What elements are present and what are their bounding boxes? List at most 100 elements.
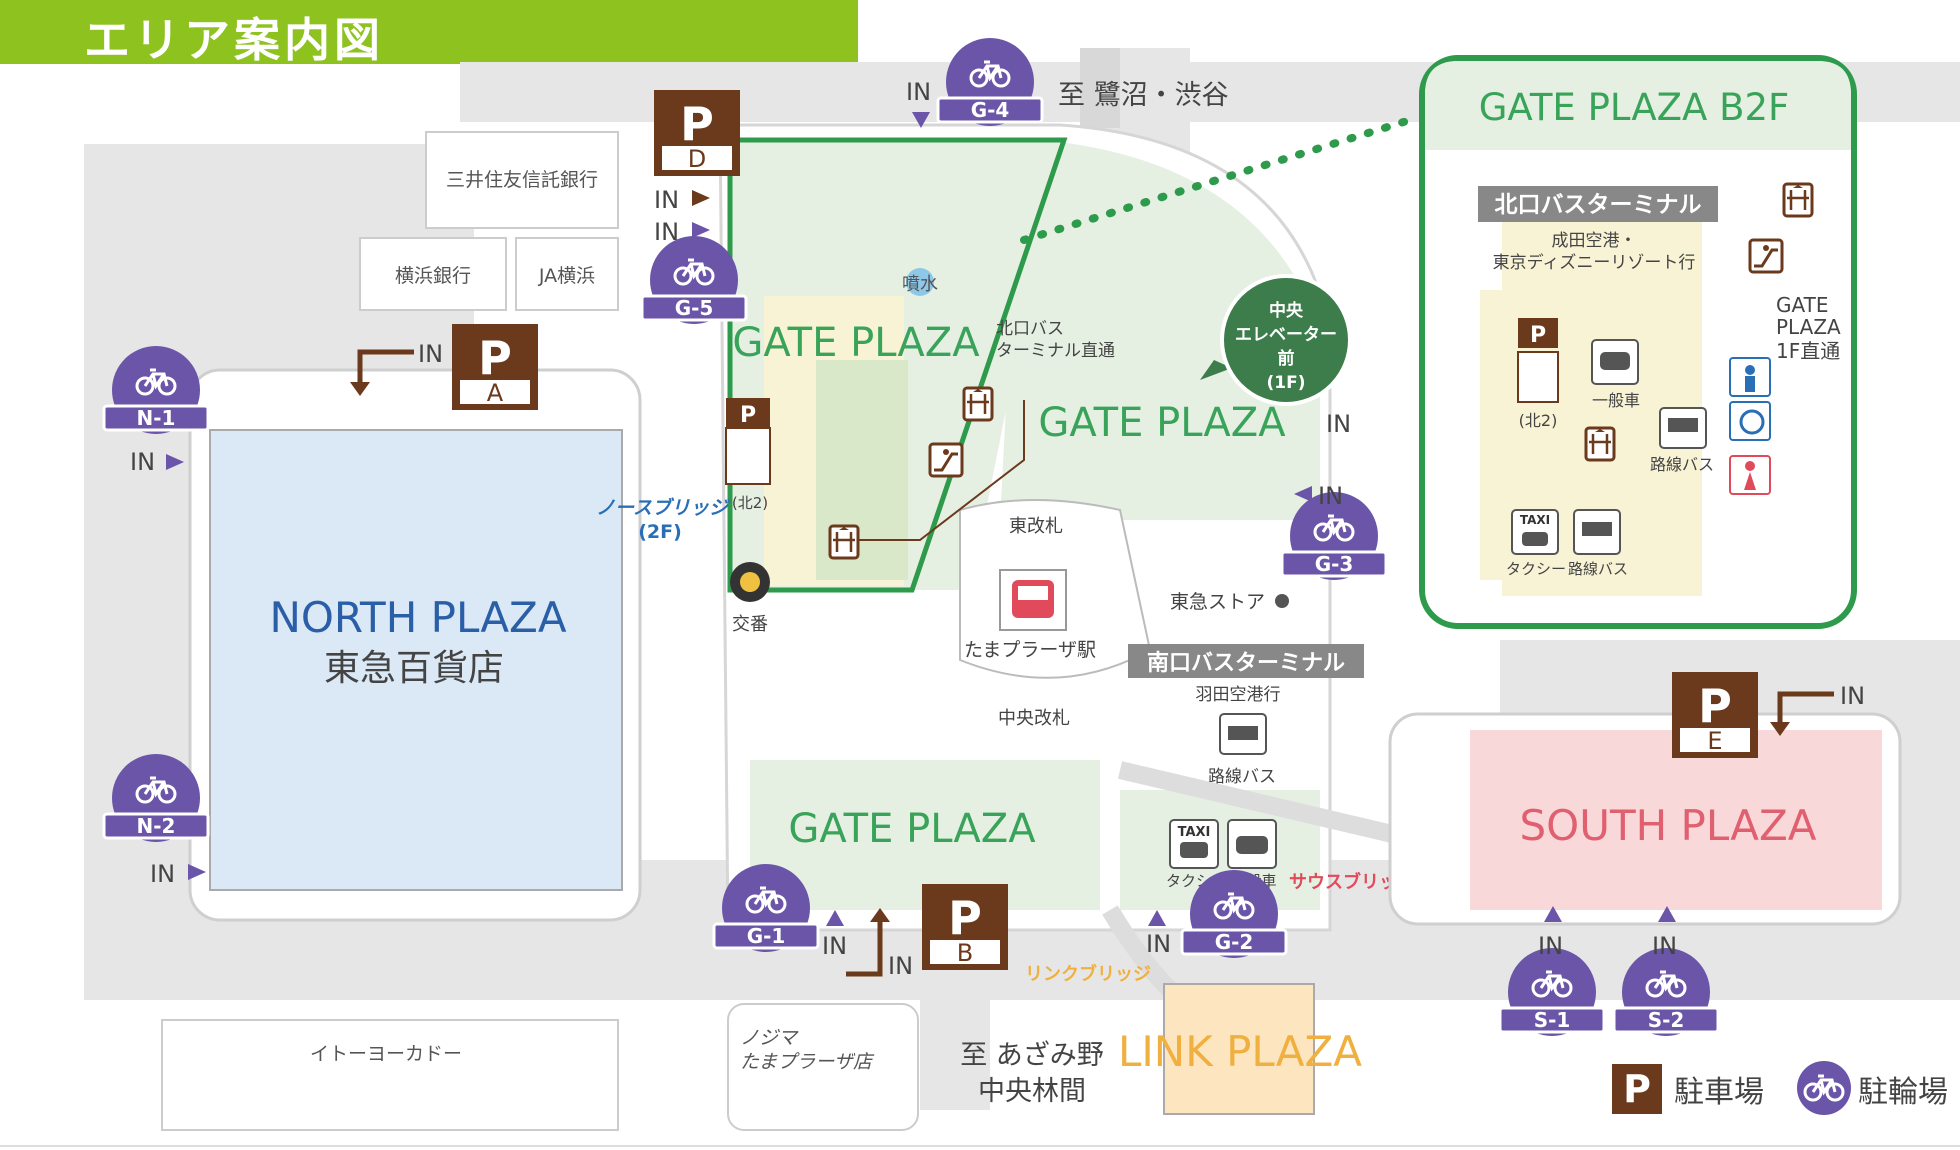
nojima-label-1: ノジマ xyxy=(740,1027,799,1049)
elevator-label-1: 中央 xyxy=(1269,300,1304,321)
legend-parking-label: 駐車場 xyxy=(1674,1075,1764,1110)
male-restroom-icon xyxy=(1745,365,1755,375)
bike-g-1-label: G-1 xyxy=(747,924,786,948)
elevator-label-3: 前 xyxy=(1278,348,1295,369)
gate-direct-label-2: PLAZA xyxy=(1776,315,1841,339)
in-label-a: IN xyxy=(418,340,443,368)
south-taxi-badge: TAXI xyxy=(1178,825,1211,840)
link-plaza-label: LINK PLAZA xyxy=(1118,1027,1362,1076)
bottom-buildings: イトーヨーカドー ノジマ たまプラーザ店 xyxy=(161,1003,919,1131)
b2f-p-letter: P xyxy=(1530,323,1546,348)
itoyokado-label: イトーヨーカドー xyxy=(310,1043,462,1065)
bank-buildings: 三井住友信託銀行 横浜銀行 JA横浜 xyxy=(359,131,619,311)
in-label-right: IN xyxy=(1326,410,1351,438)
north-bridge-label-1: ノースブリッジ xyxy=(596,497,731,519)
bike-n-2-label: N-2 xyxy=(137,814,176,838)
bike-g-4[interactable]: G-4 xyxy=(936,38,1044,126)
page-title: エリア案内図 xyxy=(84,13,384,67)
in-label-g1: IN xyxy=(822,932,847,960)
north-bridge-p-letter: P xyxy=(740,403,756,428)
fountain: 噴水 xyxy=(902,268,938,296)
legend-p-letter: P xyxy=(1623,1067,1651,1111)
bike-g-2[interactable]: G-2 xyxy=(1180,870,1288,958)
north-bus-direct: 北口バス ターミナル直通 xyxy=(850,319,1115,541)
bike-n-1-label: N-1 xyxy=(137,406,176,430)
gate-elevator-icon-2[interactable] xyxy=(828,524,860,560)
parking-e[interactable]: P E xyxy=(1672,672,1758,758)
koban-label: 交番 xyxy=(732,614,768,635)
gate-plaza-label-1: GATE PLAZA xyxy=(732,320,980,366)
south-plaza-label: SOUTH PLAZA xyxy=(1520,801,1817,850)
north-plaza-label: NORTH PLAZA xyxy=(269,593,566,642)
b2f-route-bus-label: 路線バス xyxy=(1650,455,1714,474)
south-bridge-label: サウスブリッジ xyxy=(1289,871,1415,893)
bike-g-5[interactable]: G-5 xyxy=(640,236,748,324)
gate-plaza-label-2: GATE PLAZA xyxy=(1038,400,1286,446)
bike-g-5-label: G-5 xyxy=(675,296,714,320)
south-bus-terminal-label: 南口バスターミナル xyxy=(1147,651,1345,676)
bike-n-1[interactable]: N-1 xyxy=(102,346,210,434)
bike-s-1[interactable]: S-1 xyxy=(1498,948,1606,1036)
in-markers: IN IN IN IN IN IN IN IN IN IN IN IN IN I… xyxy=(130,78,1865,980)
north-bus-terminal-label: 北口バスターミナル xyxy=(1495,192,1702,218)
parking-d[interactable]: P D xyxy=(654,90,740,176)
gate-direct-label-3: 1F直通 xyxy=(1776,339,1840,363)
in-label-g4: IN xyxy=(906,78,931,106)
north-bridge-label-2: (2F) xyxy=(638,521,682,543)
bike-g-2-label: G-2 xyxy=(1215,930,1254,954)
south-route-bus-label: 路線バス xyxy=(1208,767,1276,787)
b2f-top-elevator-icon[interactable] xyxy=(1782,182,1814,218)
link-bridge-label: リンクブリッジ xyxy=(1025,963,1151,985)
gate-direct-label-1: GATE xyxy=(1776,293,1828,317)
north-bus-direct-label-2: ターミナル直通 xyxy=(996,341,1115,361)
b2f-dotted-link xyxy=(1020,116,1414,244)
north-plaza[interactable]: NORTH PLAZA 東急百貨店 xyxy=(188,368,642,922)
b2f-car-label: 一般車 xyxy=(1592,391,1640,410)
tokyu-store-label: 東急ストア xyxy=(1170,591,1265,613)
parking-e-p: P xyxy=(1698,679,1732,733)
bike-s-1-label: S-1 xyxy=(1534,1008,1571,1032)
central-elevator-callout[interactable]: 中央 エレベーター 前 (1F) xyxy=(1200,274,1352,406)
to-south-label-2: 中央林間 xyxy=(978,1076,1086,1107)
legend: P 駐車場 駐輪場 xyxy=(1612,1061,1948,1115)
bike-g-1[interactable]: G-1 xyxy=(712,864,820,952)
bike-s-2[interactable]: S-2 xyxy=(1612,948,1720,1036)
central-gate-label: 中央改札 xyxy=(998,708,1070,729)
fountain-label: 噴水 xyxy=(902,274,938,295)
link-plaza[interactable]: LINK PLAZA xyxy=(1118,983,1362,1115)
b2f-taxi-badge: TAXI xyxy=(1520,513,1550,527)
parking-b[interactable]: P B xyxy=(922,884,1008,970)
station-label: たまプラーザ駅 xyxy=(964,639,1096,661)
gate-b2f-title: GATE PLAZA B2F xyxy=(1479,86,1790,129)
in-label-b: IN xyxy=(888,952,913,980)
b2f-elevator-icon[interactable] xyxy=(1584,426,1616,462)
gate-plaza-b2f-panel[interactable]: GATE PLAZA B2F 北口バスターミナル 成田空港・ 東京ディズニーリゾ… xyxy=(1419,55,1857,629)
north-bridge-kita2: (北2) xyxy=(732,494,768,512)
south-plaza[interactable]: SOUTH PLAZA xyxy=(1388,712,1902,926)
in-label-d2: IN xyxy=(654,218,679,246)
bike-g-3[interactable]: G-3 xyxy=(1280,492,1388,580)
to-north-label: 至 鷺沼・渋谷 xyxy=(1058,80,1229,111)
south-bus-terminal[interactable]: 南口バスターミナル 羽田空港行 路線バス xyxy=(1128,644,1364,787)
parking-a-letter: A xyxy=(487,379,504,407)
parking-a-p: P xyxy=(478,331,512,385)
elevator-label-4: (1F) xyxy=(1267,373,1306,393)
gate-plaza-label-3: GATE PLAZA xyxy=(788,806,1036,852)
in-label-n1: IN xyxy=(130,448,155,476)
north-bus-direct-label-1: 北口バス xyxy=(996,319,1064,339)
east-gate-label: 東改札 xyxy=(1009,516,1063,537)
bike-n-2[interactable]: N-2 xyxy=(102,754,210,842)
haneda-label: 羽田空港行 xyxy=(1196,685,1281,705)
b2f-kita2: (北2) xyxy=(1519,411,1558,430)
parking-a[interactable]: P A xyxy=(452,324,538,410)
north-bridge-p-d[interactable]: P (北2) xyxy=(725,398,771,512)
in-label-e: IN xyxy=(1840,682,1865,710)
b2f-escalator-icon[interactable] xyxy=(1748,238,1784,274)
in-label-s2: IN xyxy=(1652,932,1677,960)
parking-b-p: P xyxy=(948,891,982,945)
bike-s-2-label: S-2 xyxy=(1648,1008,1685,1032)
gate-elevator-icon-1[interactable] xyxy=(962,386,994,422)
tokyu-store-dot xyxy=(1275,594,1289,608)
parking-e-letter: E xyxy=(1707,727,1722,755)
gate-escalator-icon[interactable] xyxy=(928,442,964,478)
